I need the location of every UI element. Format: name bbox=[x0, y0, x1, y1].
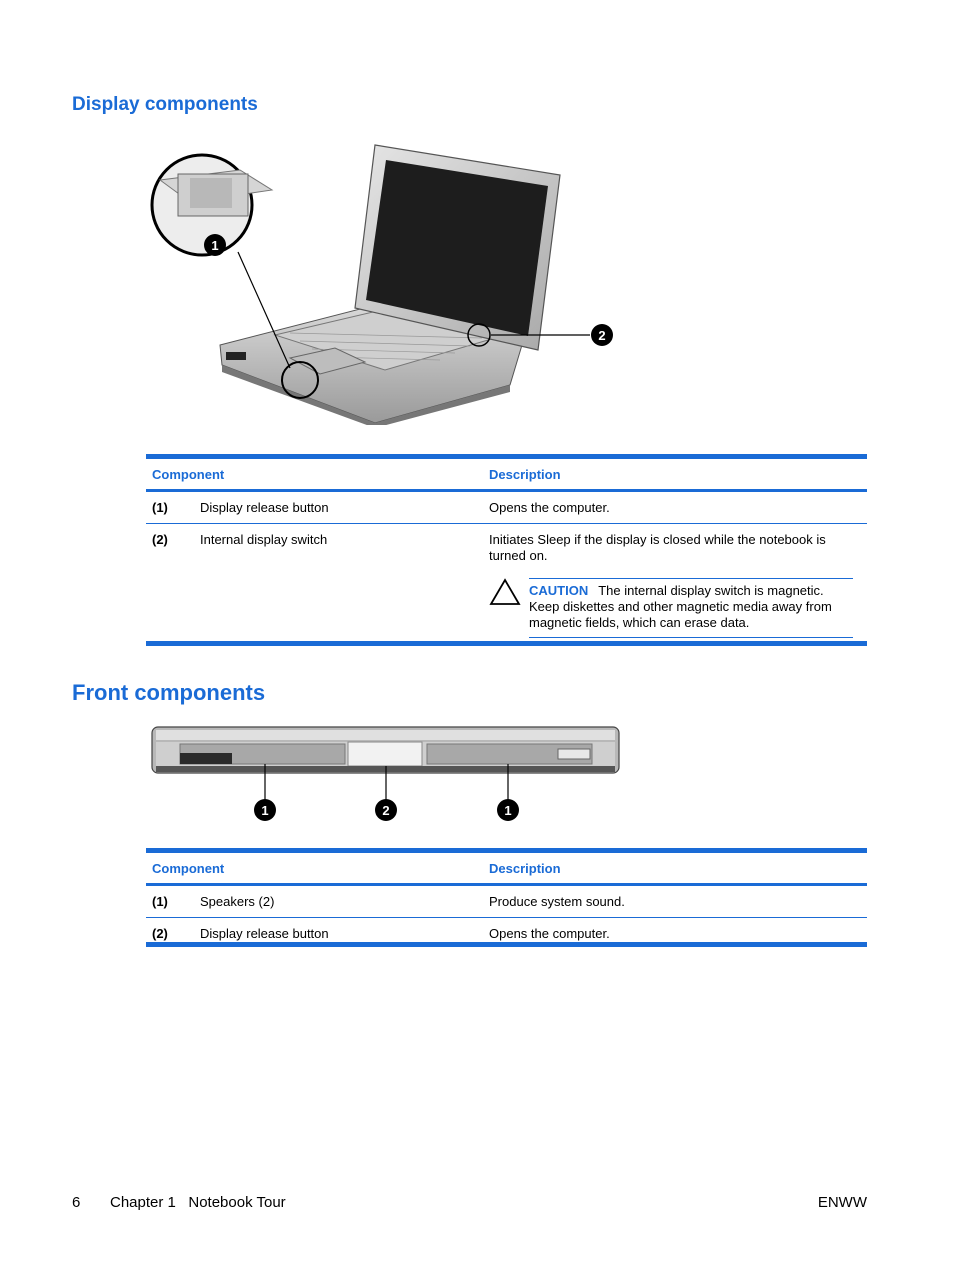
display-components-table: Component Description (1) Display releas… bbox=[146, 459, 867, 647]
table-row: (1) Display release button Opens the com… bbox=[146, 490, 867, 524]
svg-text:1: 1 bbox=[211, 238, 218, 253]
row-number: (2) bbox=[152, 532, 168, 547]
table-row: (2) Display release button Opens the com… bbox=[146, 918, 867, 950]
svg-text:2: 2 bbox=[382, 803, 389, 818]
front-components-heading: Front components bbox=[72, 680, 266, 705]
caution-text: The internal display switch is magnetic.… bbox=[529, 583, 832, 630]
component-description: Produce system sound. bbox=[483, 884, 867, 918]
row-number: (1) bbox=[146, 884, 194, 918]
table-top-rule bbox=[146, 848, 867, 853]
component-name: Speakers (2) bbox=[194, 884, 483, 918]
caution-label: CAUTION bbox=[529, 583, 589, 598]
table-top-rule bbox=[146, 454, 867, 459]
component-name: Display release button bbox=[194, 490, 483, 524]
footer-chapter-title: Chapter 1 Notebook Tour bbox=[110, 1194, 286, 1211]
column-header-component: Component bbox=[146, 853, 483, 886]
table-bottom-rule bbox=[146, 942, 867, 947]
svg-text:1: 1 bbox=[261, 803, 268, 818]
table-row: (2) Internal display switch Initiates Sl… bbox=[146, 524, 867, 648]
display-components-heading: Display components bbox=[72, 94, 258, 115]
laptop-open-illustration: 1 2 bbox=[150, 144, 613, 425]
component-description: Opens the computer. bbox=[489, 926, 610, 941]
footer-locale-code: ENWW bbox=[817, 1194, 867, 1211]
component-description-cell: Initiates Sleep if the display is closed… bbox=[483, 524, 867, 648]
warning-triangle-icon bbox=[489, 578, 521, 605]
front-components-table: Component Description (1) Speakers (2) P… bbox=[146, 853, 867, 949]
column-header-description: Description bbox=[483, 853, 867, 886]
component-name: Display release button bbox=[200, 926, 329, 941]
component-description: Initiates Sleep if the display is closed… bbox=[489, 532, 826, 563]
column-header-component: Component bbox=[146, 459, 483, 492]
row-number: (1) bbox=[146, 490, 194, 524]
column-header-description: Description bbox=[483, 459, 867, 492]
laptop-front-illustration: 1 2 1 bbox=[151, 726, 620, 821]
svg-text:2: 2 bbox=[598, 328, 605, 343]
table-bottom-rule bbox=[146, 641, 867, 646]
component-description: Opens the computer. bbox=[483, 490, 867, 524]
footer-page-number: 6 bbox=[72, 1194, 81, 1211]
table-row: (1) Speakers (2) Produce system sound. bbox=[146, 884, 867, 918]
row-number: (2) bbox=[152, 926, 168, 941]
svg-text:1: 1 bbox=[504, 803, 511, 818]
component-name: Internal display switch bbox=[200, 532, 328, 547]
